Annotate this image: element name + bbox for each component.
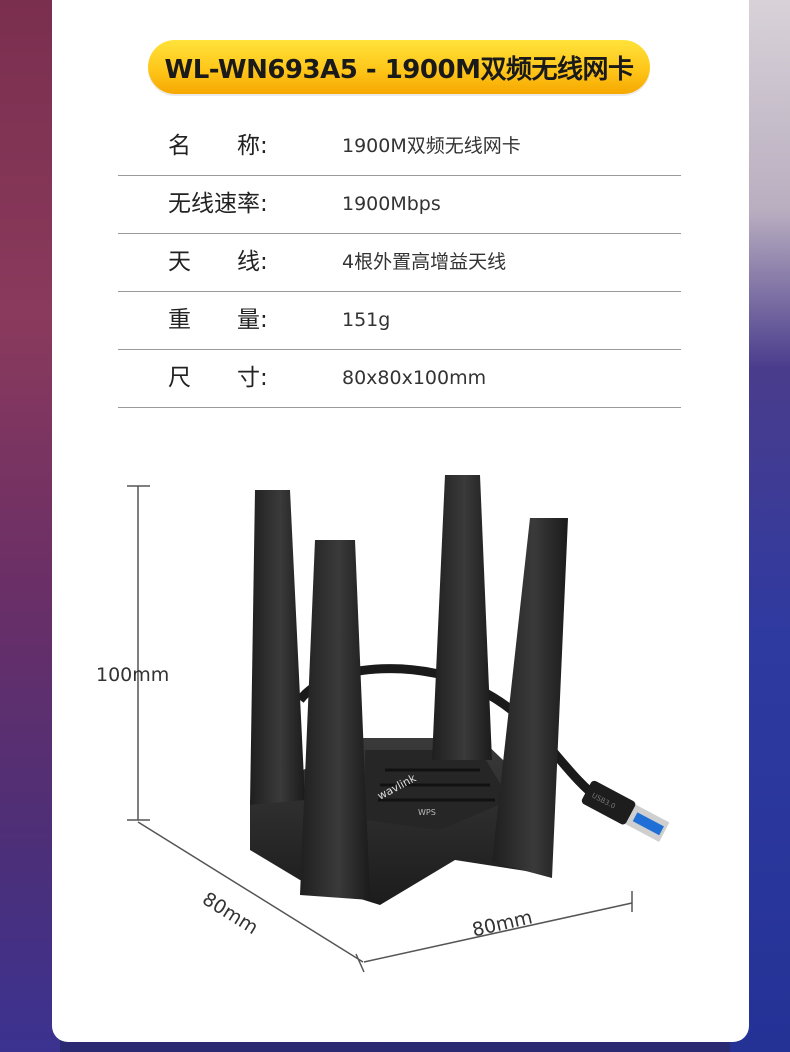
spec-value: 4根外置高增益天线 [342, 251, 507, 273]
antenna-back-left [250, 490, 305, 805]
spec-row-weight: 重 量: 151g [118, 292, 681, 350]
height-dimension-label: 100mm [96, 664, 170, 686]
spec-label: 名 称: [168, 133, 268, 159]
spec-row-name: 名 称: 1900M双频无线网卡 [118, 118, 681, 176]
spec-value: 1900M双频无线网卡 [342, 135, 521, 157]
antenna-front-left [300, 540, 370, 900]
antenna-front-right [492, 518, 568, 878]
background-left-decor [0, 0, 60, 1052]
product-title-banner: WL-WN693A5 - 1900M双频无线网卡 [148, 40, 650, 94]
spec-value: 80x80x100mm [342, 367, 487, 389]
spec-label: 天 线: [168, 249, 268, 275]
product-title: WL-WN693A5 - 1900M双频无线网卡 [164, 54, 634, 85]
spec-value: 151g [342, 309, 391, 331]
spec-table: 名 称: 1900M双频无线网卡 无线速率: 1900Mbps 天 线: 4根外… [118, 118, 681, 408]
wps-button-label: WPS [418, 808, 436, 817]
antenna-back-right [432, 475, 492, 760]
spec-row-antenna: 天 线: 4根外置高增益天线 [118, 234, 681, 292]
usb-plug: USB3.0 [581, 780, 670, 842]
spec-row-speed: 无线速率: 1900Mbps [118, 176, 681, 234]
spec-row-size: 尺 寸: 80x80x100mm [118, 350, 681, 408]
spec-label: 尺 寸: [168, 365, 268, 391]
spec-value: 1900Mbps [342, 193, 441, 215]
spec-label: 无线速率: [168, 191, 268, 217]
spec-label: 重 量: [168, 307, 268, 333]
